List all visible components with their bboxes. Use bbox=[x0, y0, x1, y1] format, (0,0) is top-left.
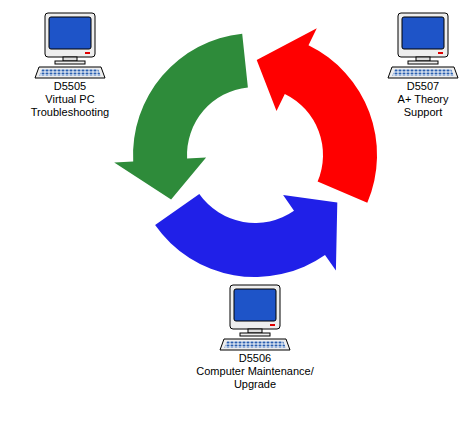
computer-icon bbox=[218, 284, 292, 352]
computer-node: D5507A+ Theory Support bbox=[375, 12, 471, 119]
cycle-arrow bbox=[114, 34, 248, 200]
station-label: Computer Maintenance/ Upgrade bbox=[187, 365, 323, 391]
room-code: D5507 bbox=[388, 80, 458, 93]
computer-icon bbox=[386, 12, 460, 80]
computer-node: D5506Computer Maintenance/ Upgrade bbox=[185, 284, 325, 391]
room-code: D5506 bbox=[187, 352, 323, 365]
station-label: Virtual PC Troubleshooting bbox=[20, 93, 120, 119]
cycle-arrow bbox=[155, 194, 337, 277]
computer-icon bbox=[33, 12, 107, 80]
room-code: D5505 bbox=[20, 80, 120, 93]
cycle-arrow bbox=[257, 28, 377, 202]
station-label: A+ Theory Support bbox=[388, 93, 458, 119]
computer-node: D5505Virtual PC Troubleshooting bbox=[15, 12, 125, 119]
